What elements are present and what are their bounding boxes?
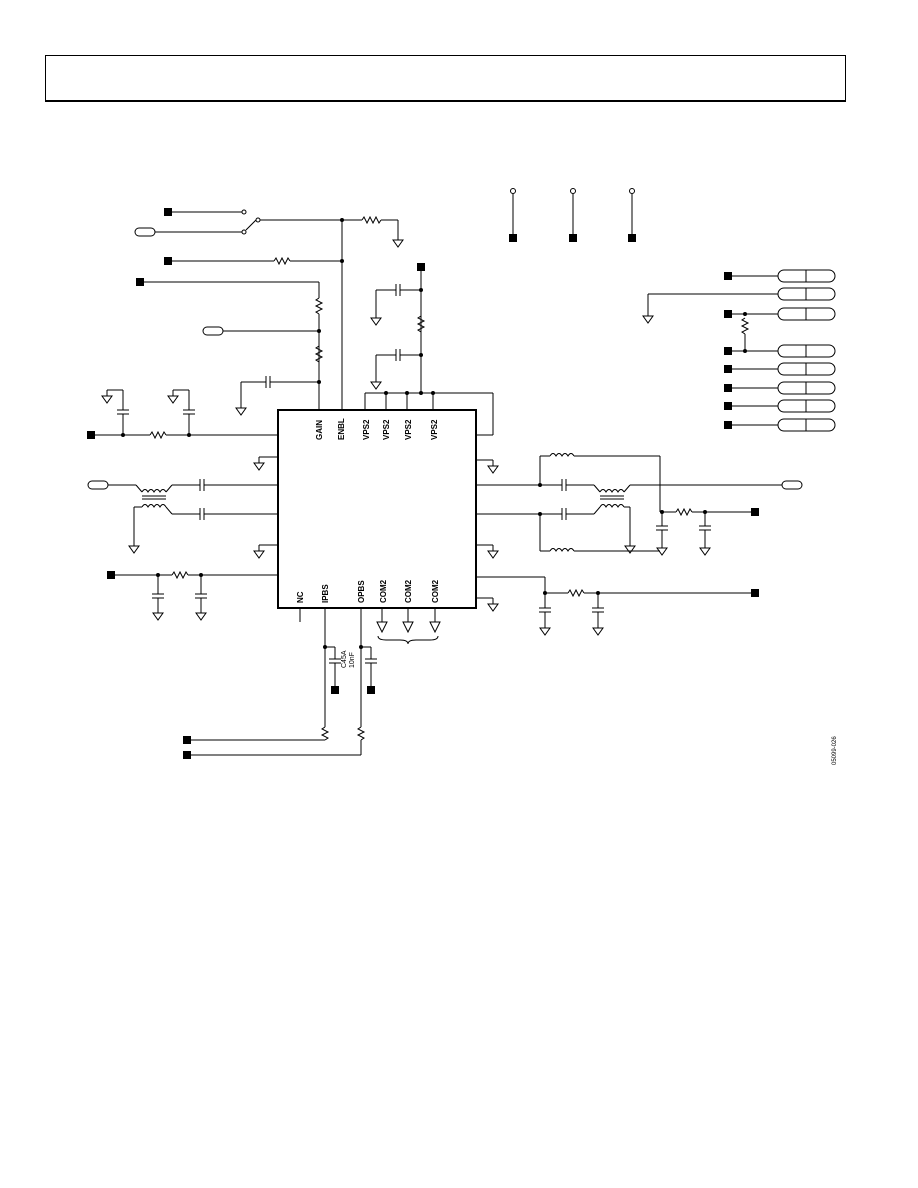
vps2-supply-network [364,263,494,436]
figure-id: 05099-026 [832,736,838,765]
ic-body [277,409,477,609]
pin-label-vps2-3: VPS2 [404,419,413,440]
cap-label-value: 10nF [349,652,356,668]
pin-label-vps2-1: VPS2 [362,419,371,440]
top-test-points [509,188,636,242]
pin-label-vps2-2: VPS2 [382,419,391,440]
pin-label-com2-2: COM2 [404,579,413,603]
pin-label-nc: NC [296,591,305,603]
pin-label-enbl: ENBL [337,418,346,440]
pin-label-vps2-4: VPS2 [430,419,439,440]
page-header-box [45,55,846,102]
top-pin-labels: GAIN ENBL VPS2 VPS2 VPS2 VPS2 [315,418,439,440]
bottom-pin-network [183,608,441,759]
pin-label-ipbs: IPBS [321,584,330,603]
pin-label-com2-3: COM2 [431,579,440,603]
pin-label-com2-1: COM2 [379,579,388,603]
right-connector-block [642,269,836,432]
pin-label-opbs: OPBS [357,580,366,603]
cap-label-name: C45A [341,650,348,668]
bottom-pin-labels: NC IPBS OPBS COM2 COM2 COM2 [296,579,440,603]
pin-label-gain: GAIN [315,420,324,440]
left-input-network [87,389,278,621]
right-output-network [476,453,803,636]
gain-enbl-network [134,208,404,416]
